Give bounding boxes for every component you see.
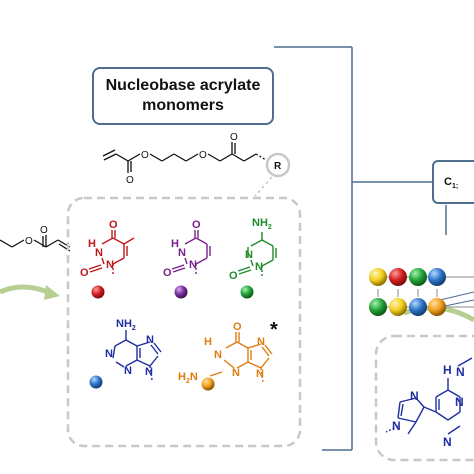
chain-label-box: C1; <box>432 160 474 204</box>
uracil-n3: N <box>178 247 186 259</box>
pairing-n7: N <box>410 389 419 403</box>
left-arrow-shaft <box>0 284 49 295</box>
linker-atoms: O O O O <box>126 132 238 186</box>
uracil-o4: O <box>192 219 201 231</box>
cytosine-structure <box>237 232 277 278</box>
r-group-connector <box>254 176 273 197</box>
cytosine-bead <box>240 285 254 299</box>
thymine-structure <box>88 230 135 276</box>
thymine-n1: N <box>106 259 114 271</box>
carbonyl-oxygen-2: O <box>230 132 238 143</box>
left-arrow-head <box>44 285 60 300</box>
bead-red <box>389 268 407 286</box>
thymine-atoms: O H N N O <box>80 219 118 279</box>
bracket-lines <box>274 46 447 451</box>
guanine-n7: N <box>257 336 265 348</box>
bead-green <box>409 268 427 286</box>
guanine-n3: N <box>232 367 240 379</box>
cytosine-n3: N <box>245 249 253 261</box>
bead-chain-bottom <box>369 291 474 316</box>
ester-oxygen-1: O <box>141 150 149 161</box>
left-acrylate-fragment <box>0 235 71 252</box>
guanine-n9: N <box>256 368 264 380</box>
pairing-panel <box>374 334 474 462</box>
title-line-1: Nucleobase acrylate <box>105 77 261 94</box>
guanine-h: H <box>204 336 212 348</box>
carbonyl-oxygen-1: O <box>126 175 134 186</box>
pairing-n3: N <box>443 435 452 449</box>
uracil-structure <box>171 230 211 276</box>
pairing-adenine-structure <box>385 357 473 435</box>
guanine-h2n: H2N <box>178 371 198 385</box>
pairing-h: H <box>443 363 452 377</box>
uracil-atoms: O H N N O <box>163 219 201 279</box>
guanine-o6: O <box>233 321 242 333</box>
left-carbonyl-oxygen: O <box>40 225 48 236</box>
bead-chain-top <box>369 268 474 297</box>
adenine-n7: N <box>146 334 154 346</box>
thymine-bead <box>91 285 105 299</box>
ester-oxygen-2: O <box>199 150 207 161</box>
monomer-title-box: Nucleobase acrylate monomers <box>92 67 274 125</box>
thymine-o2: O <box>80 267 89 279</box>
uracil-o2: O <box>163 267 172 279</box>
pairing-n9: N <box>392 419 401 433</box>
adenine-nh2: NH2 <box>116 318 136 332</box>
cytosine-o2: O <box>229 270 238 282</box>
thymine-o4: O <box>109 219 118 231</box>
guanine-n1: N <box>214 349 222 361</box>
thymine-h: H <box>88 238 96 250</box>
bead-orange <box>428 298 446 316</box>
adenine-n1: N <box>105 348 113 360</box>
r-group-circle <box>265 152 291 178</box>
chain-label-subscript: 1; <box>451 183 459 191</box>
thymine-n3: N <box>95 247 103 259</box>
left-ester-oxygen: O <box>25 236 33 247</box>
adenine-n9: N <box>145 366 153 378</box>
uracil-n1: N <box>189 259 197 271</box>
bead-green <box>369 298 387 316</box>
bead-blue <box>409 298 427 316</box>
title-line-2: monomers <box>142 97 224 114</box>
bead-yellow <box>369 268 387 286</box>
bead-blue <box>428 268 446 286</box>
guanine-bead <box>201 377 215 391</box>
chain-label-prefix: C <box>444 176 452 188</box>
cytosine-n1: N <box>255 261 263 273</box>
adenine-bead <box>89 375 103 389</box>
acrylate-linker <box>102 142 267 173</box>
guanine-atoms: O H N N H2N N N <box>178 321 265 385</box>
uracil-bead <box>174 285 188 299</box>
cytosine-nh2: NH2 <box>252 217 272 231</box>
adenine-atoms: NH2 N N N N <box>105 318 154 378</box>
cytosine-atoms: NH2 N N O <box>229 217 272 282</box>
pairing-n-amine: N <box>456 365 465 379</box>
uracil-h: H <box>171 238 179 250</box>
r-group-label: R <box>274 161 282 172</box>
bead-yellow <box>389 298 407 316</box>
pairing-n1: N <box>455 395 464 409</box>
adenine-structure <box>112 330 162 381</box>
guanine-star-marker: * <box>270 319 278 341</box>
adenine-n3: N <box>124 365 132 377</box>
pairing-adenine-atoms: H N N N N N <box>392 363 465 449</box>
monomer-panel <box>66 196 302 448</box>
guanine-structure <box>209 332 273 383</box>
